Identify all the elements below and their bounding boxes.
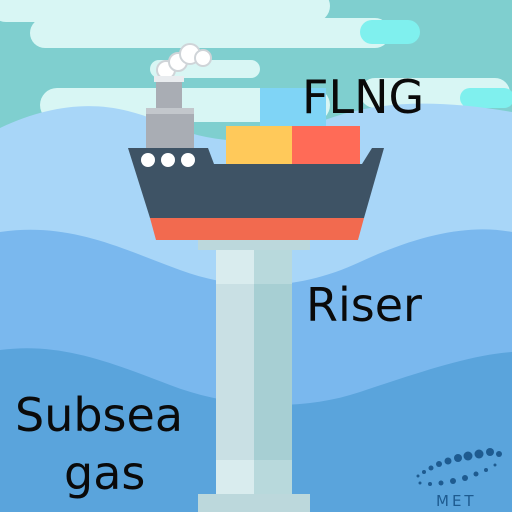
flng-vessel bbox=[128, 43, 384, 240]
clouds bbox=[0, 0, 512, 122]
container-blue bbox=[260, 88, 326, 126]
flng-label: FLNG bbox=[302, 70, 425, 124]
subsea-gas-label-line2: gas bbox=[64, 446, 146, 500]
smoke-icon bbox=[156, 43, 212, 80]
riser-label: Riser bbox=[306, 278, 422, 332]
subsea-gas-label-line1: Subsea bbox=[15, 388, 184, 442]
met-logo-text: MET bbox=[436, 492, 477, 510]
container-yellow bbox=[226, 126, 294, 164]
container-red bbox=[292, 126, 360, 164]
riser-pipe bbox=[198, 238, 310, 512]
met-logo-icon bbox=[416, 448, 502, 486]
